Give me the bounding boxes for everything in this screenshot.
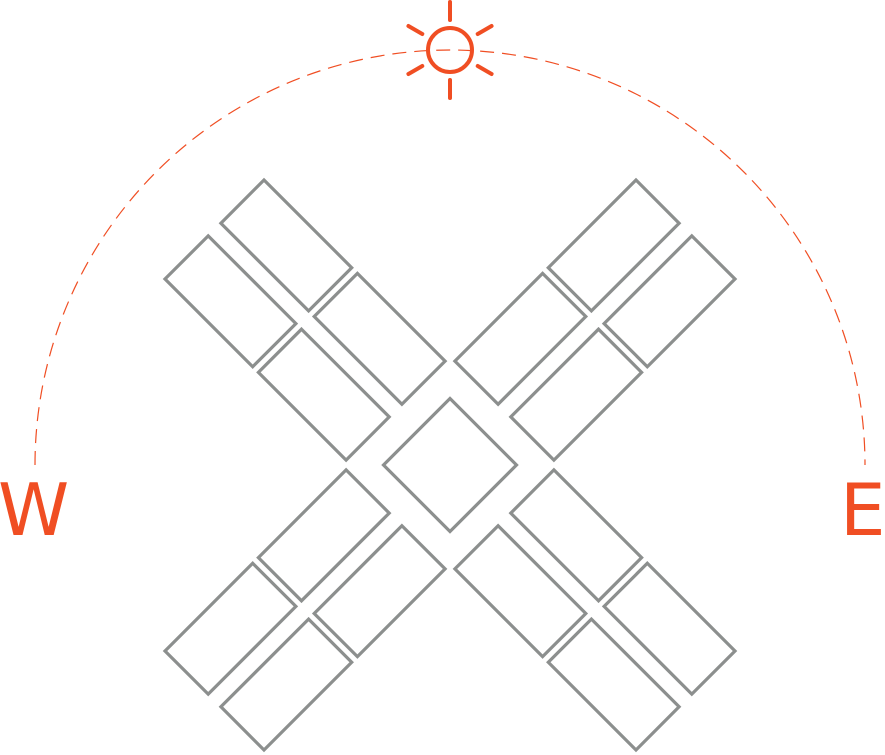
sun-ray: [406, 24, 425, 36]
panel-arm: [452, 467, 738, 753]
solar-panel: [162, 233, 299, 369]
sun-path-arc: [34, 49, 866, 466]
solar-panel: [546, 177, 682, 314]
sun-ray: [406, 64, 425, 76]
center-panel: [381, 396, 519, 534]
solar-panel: [452, 523, 589, 659]
solar-panel: [162, 561, 299, 697]
solar-panel: [256, 326, 392, 463]
solar-panel: [311, 523, 448, 659]
solar-panel: [452, 271, 589, 407]
sun-ray: [475, 24, 494, 36]
solar-panel: [601, 233, 738, 369]
solar-panel: [311, 271, 448, 407]
solar-panel: [256, 467, 392, 604]
east-label: E: [840, 468, 885, 552]
panel-array: [162, 177, 738, 753]
solar-panel: [601, 561, 738, 697]
solar-panel: [218, 177, 354, 314]
panel-arm: [452, 177, 738, 463]
solar-panel: [218, 616, 354, 753]
solar-panel: [508, 326, 644, 463]
panel-arm: [162, 177, 448, 463]
sun-ray: [475, 64, 494, 76]
west-label: W: [0, 468, 70, 552]
panel-arm: [162, 467, 448, 753]
solar-panel: [546, 616, 682, 753]
solar-panel: [508, 467, 644, 604]
sun-icon: [406, 0, 494, 100]
sun-disc: [426, 26, 474, 74]
